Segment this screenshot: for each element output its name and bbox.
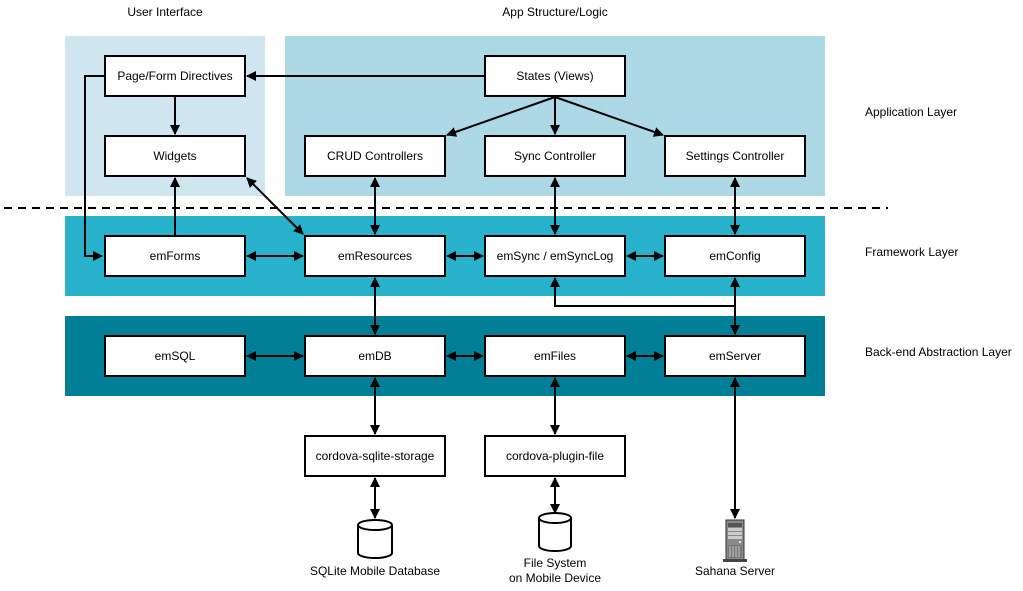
database-cylinder-icon: [357, 519, 393, 559]
node-label: States (Views): [516, 69, 593, 83]
node-label: emResources: [338, 249, 412, 263]
node-emsync: emSync / emSyncLog: [484, 235, 626, 277]
node-label: emFiles: [534, 349, 576, 363]
edge-emserver-to-emsync: [550, 277, 735, 307]
node-cordova-plugin-file: cordova-plugin-file: [484, 435, 626, 477]
edges: [84, 71, 740, 519]
node-label: emForms: [150, 249, 201, 263]
node-label: emServer: [709, 349, 761, 363]
node-label: Page/Form Directives: [117, 69, 232, 83]
node-label: emSQL: [155, 349, 196, 363]
node-crud-controllers: CRUD Controllers: [304, 135, 446, 177]
node-states-views: States (Views): [484, 55, 626, 97]
node-emresources: emResources: [304, 235, 446, 277]
node-emsql: emSQL: [104, 335, 246, 377]
node-emserver: emServer: [664, 335, 806, 377]
node-label: Sync Controller: [514, 149, 596, 163]
node-label: Widgets: [153, 149, 196, 163]
node-widgets: Widgets: [104, 135, 246, 177]
node-settings-controller: Settings Controller: [664, 135, 806, 177]
node-emconfig: emConfig: [664, 235, 806, 277]
framework-layer-label: Framework Layer: [865, 245, 958, 259]
node-label: emDB: [358, 349, 391, 363]
node-page-form-directives: Page/Form Directives: [104, 55, 246, 97]
app-column-header: App Structure/Logic: [502, 5, 607, 19]
sqlite-db-label: SQLite Mobile Database: [310, 564, 440, 578]
ui-column-header: User Interface: [127, 5, 203, 19]
node-sync-controller: Sync Controller: [484, 135, 626, 177]
node-label: emSync / emSyncLog: [497, 249, 614, 263]
node-label: cordova-sqlite-storage: [316, 449, 435, 463]
node-emfiles: emFiles: [484, 335, 626, 377]
edge-states-to-settings: [554, 96, 664, 137]
edge-states-to-crud: [446, 96, 556, 137]
filesystem-cylinder-icon: [538, 512, 572, 552]
filesystem-label-line1: File System: [524, 556, 587, 570]
server-tower-icon: [723, 519, 747, 562]
node-label: Settings Controller: [686, 149, 785, 163]
edge-widgets-emresources: [246, 177, 304, 235]
node-emdb: emDB: [304, 335, 446, 377]
node-label: emConfig: [709, 249, 760, 263]
edge-pageform-to-emforms: [84, 75, 105, 261]
node-cordova-sqlite-storage: cordova-sqlite-storage: [304, 435, 446, 477]
backend-layer-label: Back-end Abstraction Layer: [865, 345, 1012, 359]
node-emforms: emForms: [104, 235, 246, 277]
sahana-server-label: Sahana Server: [695, 564, 775, 578]
node-label: cordova-plugin-file: [506, 449, 604, 463]
filesystem-label-line2: on Mobile Device: [509, 571, 601, 585]
node-label: CRUD Controllers: [327, 149, 423, 163]
application-layer-label: Application Layer: [865, 105, 957, 119]
